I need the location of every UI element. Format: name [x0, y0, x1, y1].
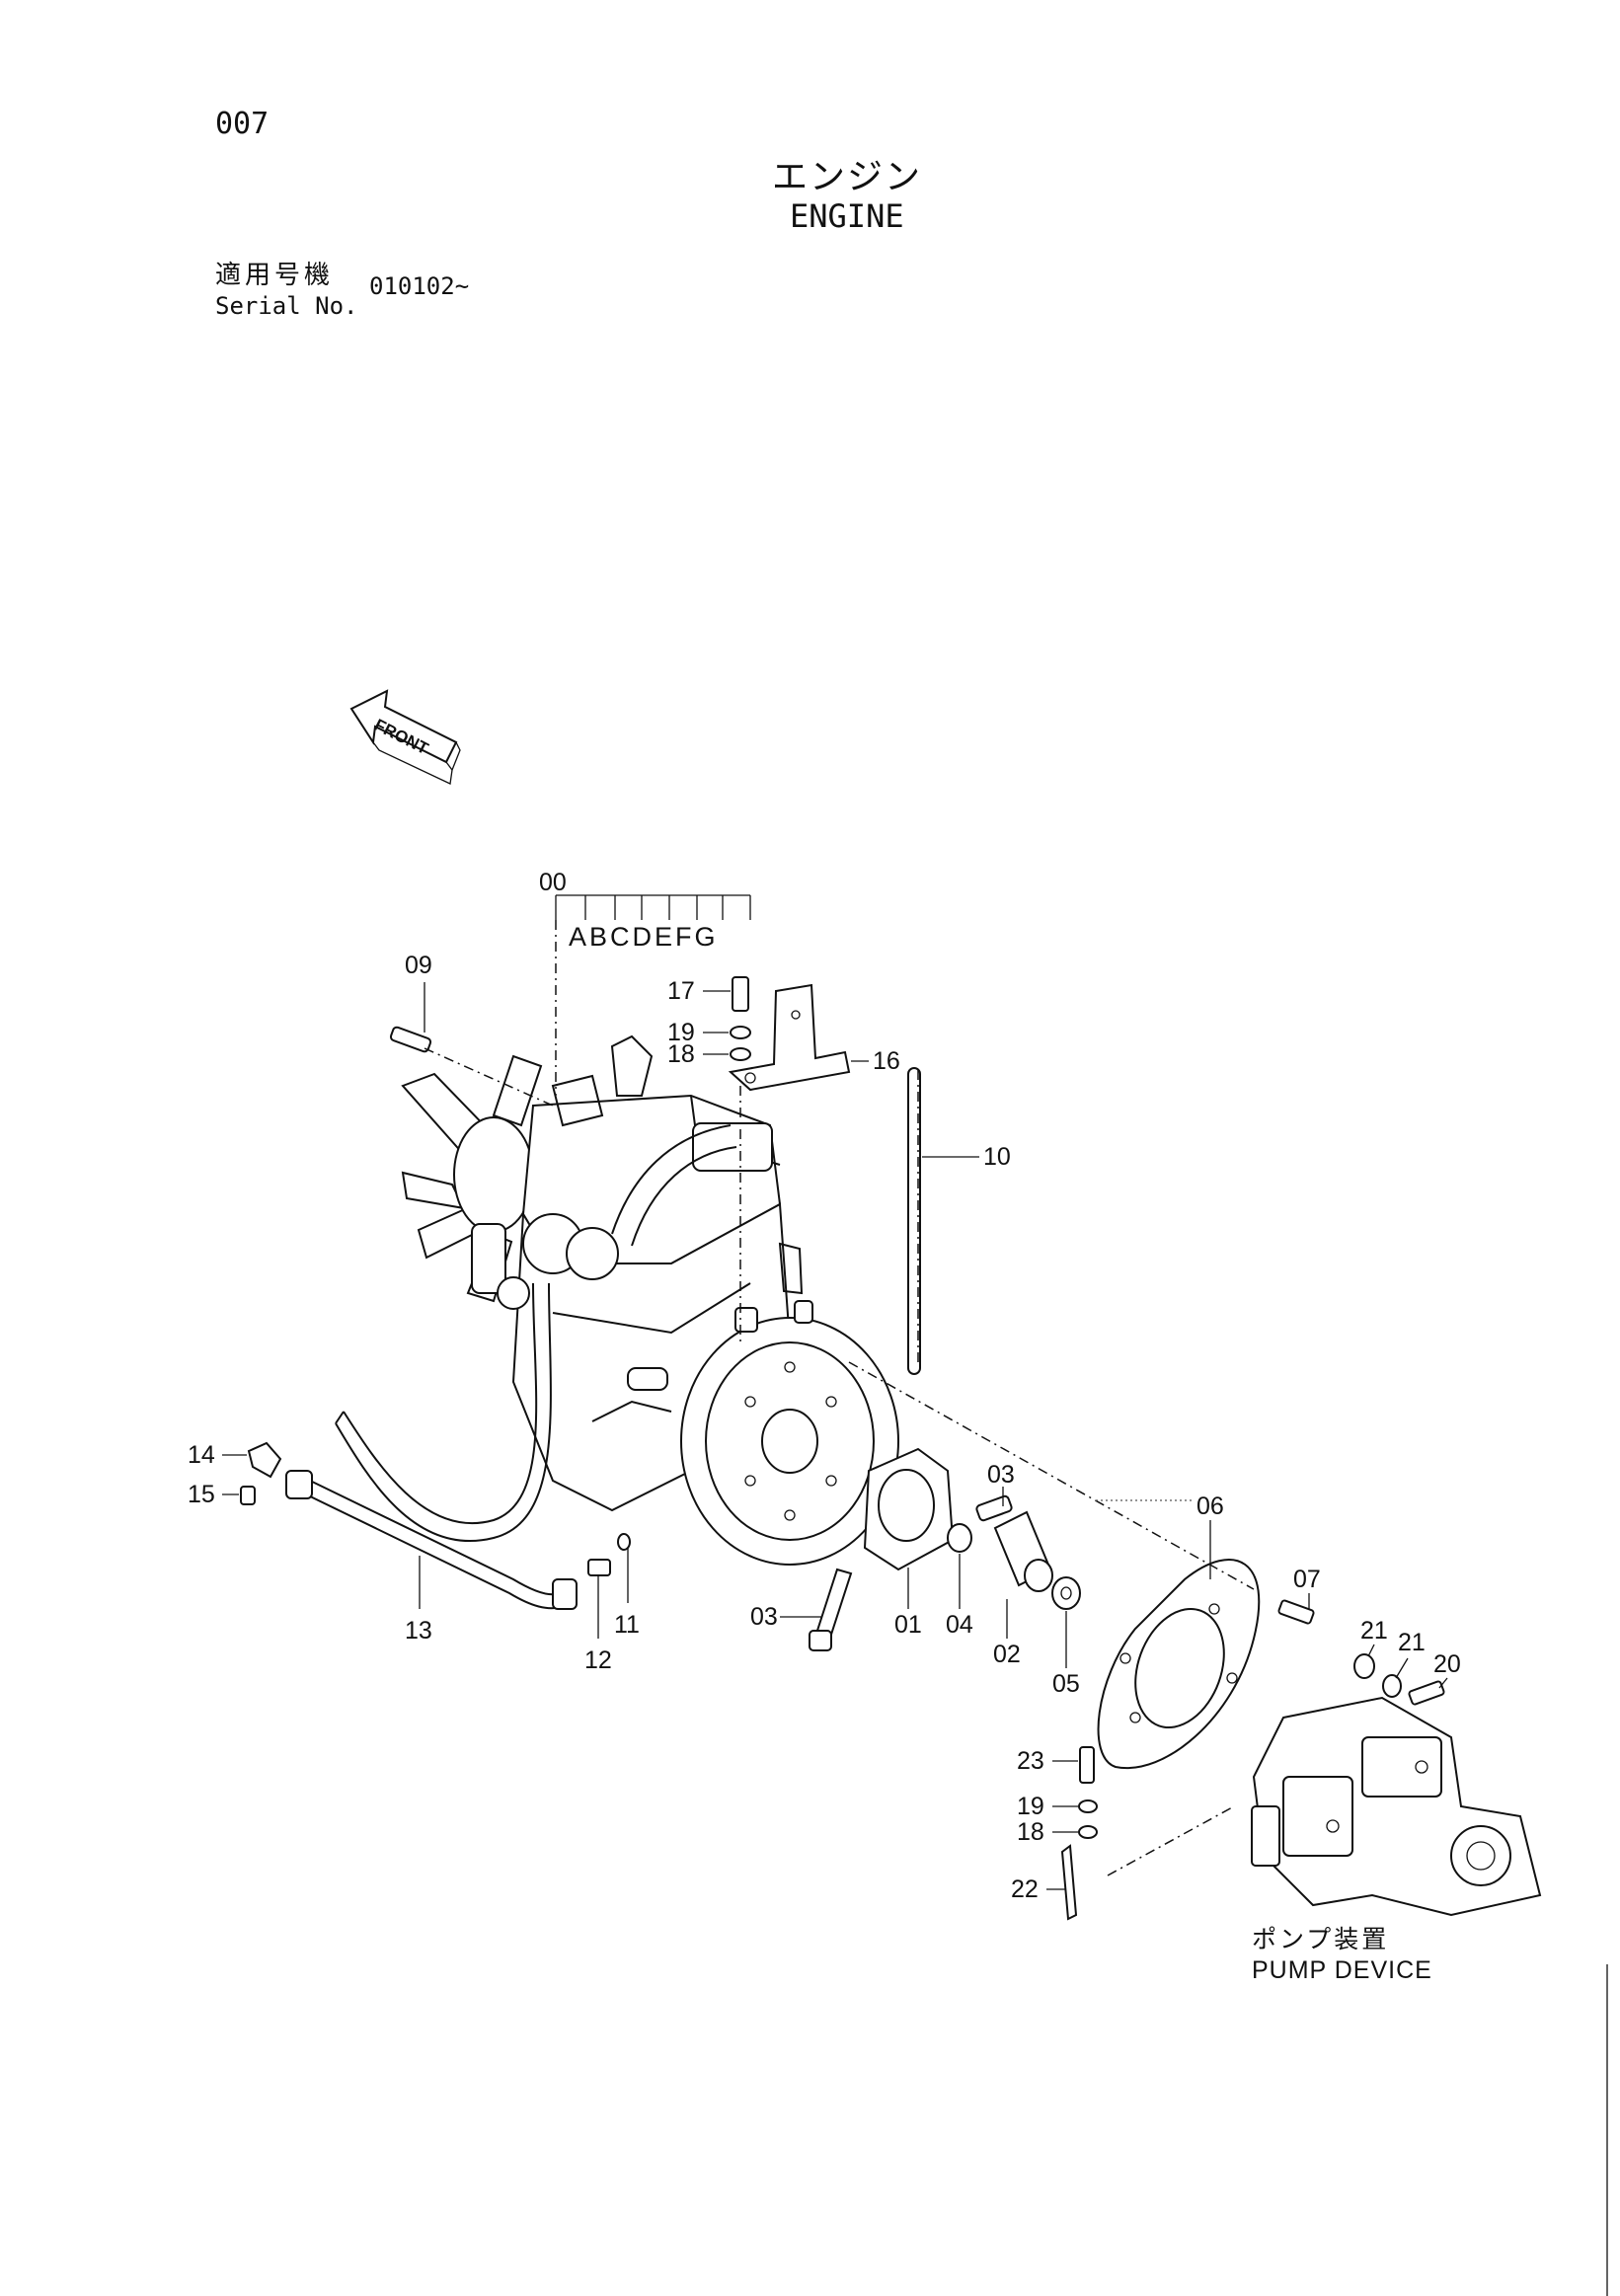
coupling-01	[863, 1447, 955, 1571]
callout-17: 17	[667, 977, 695, 1005]
bolt-17-group	[730, 976, 751, 1061]
pump-device-label-japanese: ポンプ装置	[1252, 1925, 1390, 1953]
title-english: ENGINE	[790, 197, 904, 235]
bolt-20	[1408, 1680, 1445, 1706]
callout-12: 12	[584, 1646, 612, 1674]
callout-07: 07	[1293, 1566, 1321, 1593]
callout-21-left: 21	[1360, 1617, 1388, 1645]
serial-label-english: Serial No.	[215, 292, 358, 320]
engine-assembly	[335, 1034, 899, 1566]
title-japanese: エンジン	[772, 157, 923, 197]
sensor-09	[389, 1026, 432, 1053]
callout-15: 15	[188, 1481, 215, 1508]
callout-11: 11	[614, 1611, 640, 1639]
fitting-12	[587, 1559, 611, 1576]
plug-15	[240, 1486, 256, 1505]
washers-21	[1353, 1653, 1402, 1698]
dipstick-22	[1060, 1844, 1078, 1921]
bushing-04	[947, 1523, 972, 1553]
serial-number-value: 010102~	[369, 272, 470, 300]
pump-device-label-english: PUMP DEVICE	[1252, 1956, 1432, 1984]
bolt-23-group	[1078, 1746, 1098, 1839]
callout-18-upper: 18	[667, 1040, 695, 1068]
callout-04: 04	[946, 1611, 973, 1639]
callout-19-lower: 19	[1017, 1793, 1044, 1820]
callout-16: 16	[873, 1047, 900, 1075]
callout-22: 22	[1011, 1875, 1039, 1903]
front-arrow-icon: FRONT	[349, 689, 461, 785]
bolt-07	[1277, 1599, 1315, 1625]
callout-20: 20	[1433, 1650, 1461, 1678]
callout-14: 14	[188, 1441, 215, 1469]
elbow-fitting-14	[247, 1441, 282, 1479]
variants-label: ABCDEFG	[569, 922, 719, 952]
page-number: 007	[215, 107, 270, 141]
bracket-16	[728, 983, 851, 1092]
callout-02: 02	[993, 1641, 1021, 1668]
callout-00: 00	[539, 869, 567, 896]
oring-11	[617, 1533, 631, 1551]
callout-19-upper: 19	[667, 1019, 695, 1046]
callout-23: 23	[1017, 1747, 1044, 1775]
washer-05	[1051, 1576, 1081, 1610]
callout-05: 05	[1052, 1670, 1080, 1698]
bolt-03-upper	[975, 1494, 1013, 1522]
hub-02	[993, 1510, 1053, 1592]
callout-09: 09	[405, 952, 432, 979]
callout-13: 13	[405, 1617, 432, 1645]
pump-device	[1251, 1696, 1542, 1917]
bolt-03-lower	[809, 1568, 853, 1651]
callout-10: 10	[983, 1143, 1011, 1171]
flange-plate-06	[1097, 1559, 1261, 1770]
callout-06: 06	[1196, 1492, 1224, 1520]
serial-label-japanese: 適用号機	[215, 261, 335, 290]
callout-01: 01	[894, 1611, 922, 1639]
variant-bracket: ABCDEFG	[555, 894, 751, 1096]
hose-13	[285, 1470, 578, 1610]
callout-03-upper: 03	[987, 1461, 1015, 1489]
callout-18-lower: 18	[1017, 1818, 1044, 1846]
callout-21-right: 21	[1398, 1629, 1426, 1656]
callout-03-lower: 03	[750, 1603, 778, 1631]
pipe-10	[907, 1067, 921, 1375]
